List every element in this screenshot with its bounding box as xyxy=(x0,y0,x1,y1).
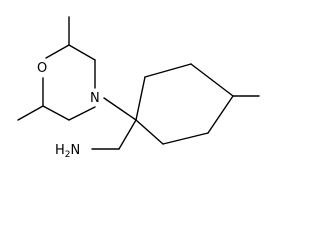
bond-cq-c1 xyxy=(135,119,164,145)
bond-n-c5 xyxy=(68,106,96,121)
bond-c4-c5 xyxy=(144,63,192,78)
amine-nitrogen-symbol: N xyxy=(71,143,81,157)
bond-cq-ch2 xyxy=(118,119,137,150)
oxygen-atom-label: O xyxy=(37,61,47,76)
bond-c1-c2 xyxy=(162,132,209,145)
bond-methyl-left xyxy=(17,105,44,121)
bond-c2-c3 xyxy=(207,95,234,134)
amine-hydrogen-count: 2 xyxy=(65,150,71,157)
chemical-structure-diagram: O N H2N xyxy=(17,16,260,157)
bond-c2-c3 xyxy=(68,44,96,61)
bond-c5-c6 xyxy=(42,105,70,121)
morpholine-ring xyxy=(42,44,96,121)
bond-n-cq xyxy=(103,97,137,121)
bond-o-c2 xyxy=(45,44,70,59)
bond-c3-c4 xyxy=(190,63,234,97)
nitrogen-atom-label: N xyxy=(90,91,100,106)
amine-group-label: H2N xyxy=(55,143,80,157)
amine-hydrogen-symbol: H xyxy=(55,143,65,157)
bond-c5-cq xyxy=(135,76,146,121)
cyclohexane-ring xyxy=(135,63,234,145)
